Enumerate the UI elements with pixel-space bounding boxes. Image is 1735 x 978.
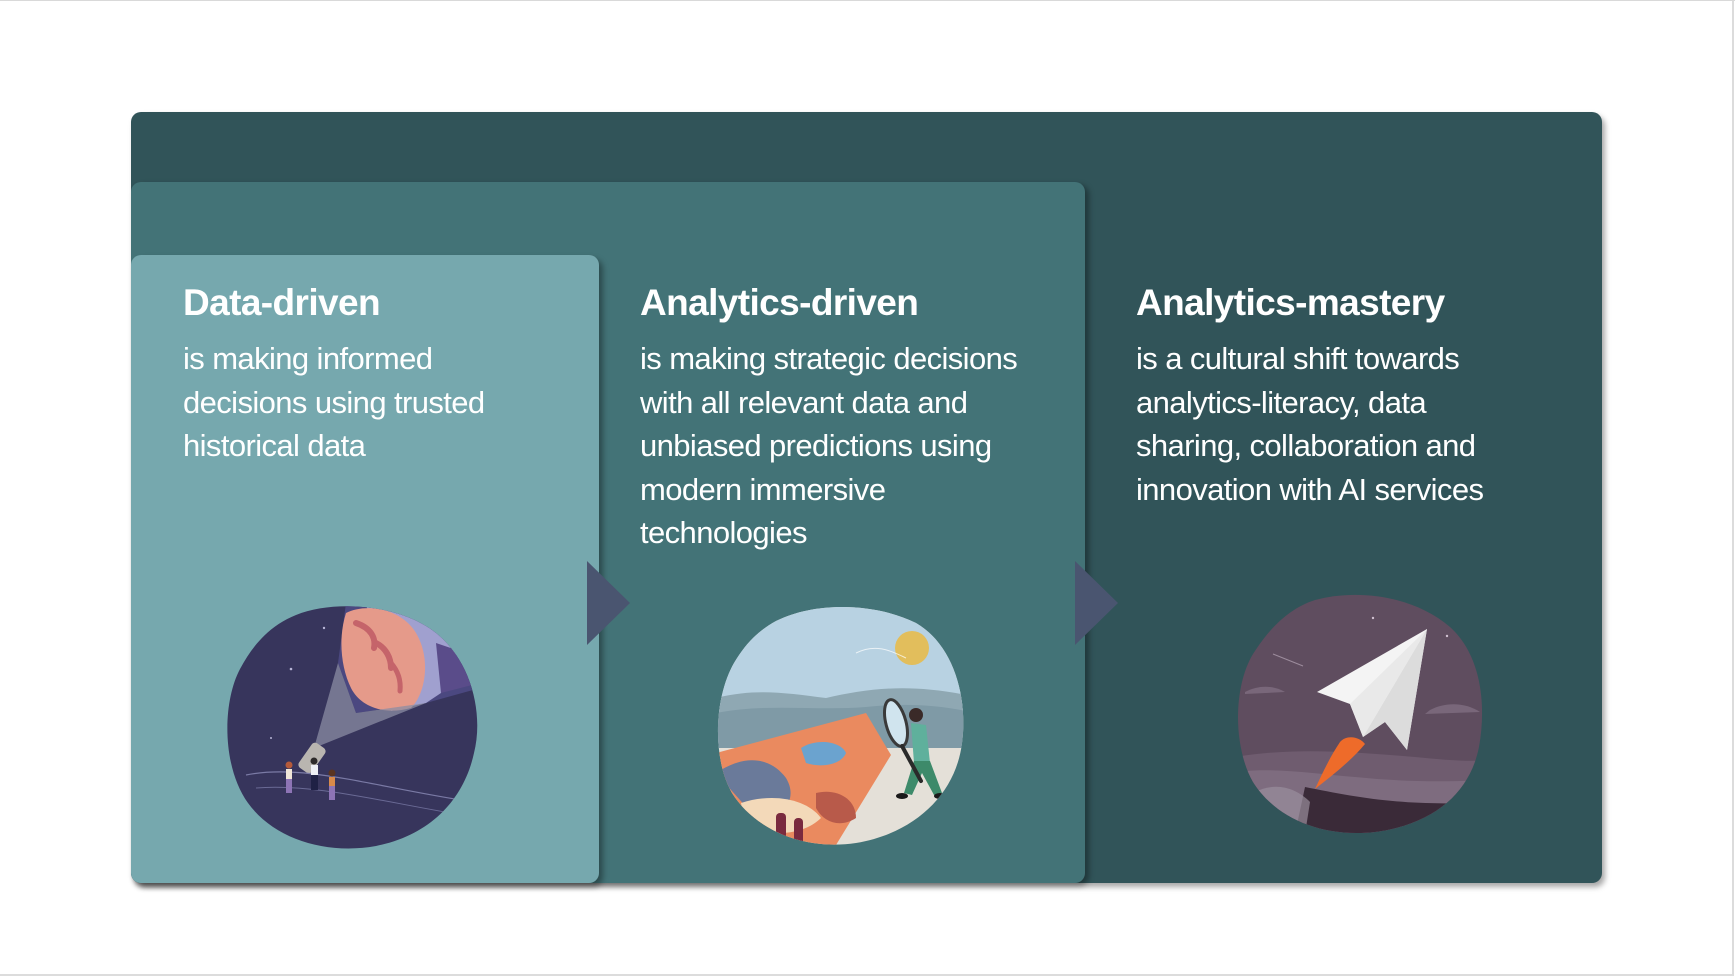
stage-description: is making strategic decisions with all r… — [640, 341, 1018, 550]
paper-airplane-rocket-illustration — [1235, 592, 1485, 834]
magnifying-glass-illustration — [716, 603, 966, 845]
top-border — [0, 0, 1735, 1]
stage-analytics-mastery: Analytics-mastery is a cultural shift to… — [1136, 281, 1586, 511]
stage-title: Analytics-mastery — [1136, 282, 1445, 323]
flashlight-illustration — [226, 603, 480, 849]
stage-description: is making informed decisions using trust… — [183, 341, 485, 463]
stage-title: Data-driven — [183, 282, 381, 323]
stage-title: Analytics-driven — [640, 282, 919, 323]
stage-data-driven: Data-driven is making informed decisions… — [183, 281, 583, 468]
stage-description: is a cultural shift towards analytics-li… — [1136, 341, 1484, 507]
stage-analytics-driven: Analytics-driven is making strategic dec… — [640, 281, 1080, 555]
